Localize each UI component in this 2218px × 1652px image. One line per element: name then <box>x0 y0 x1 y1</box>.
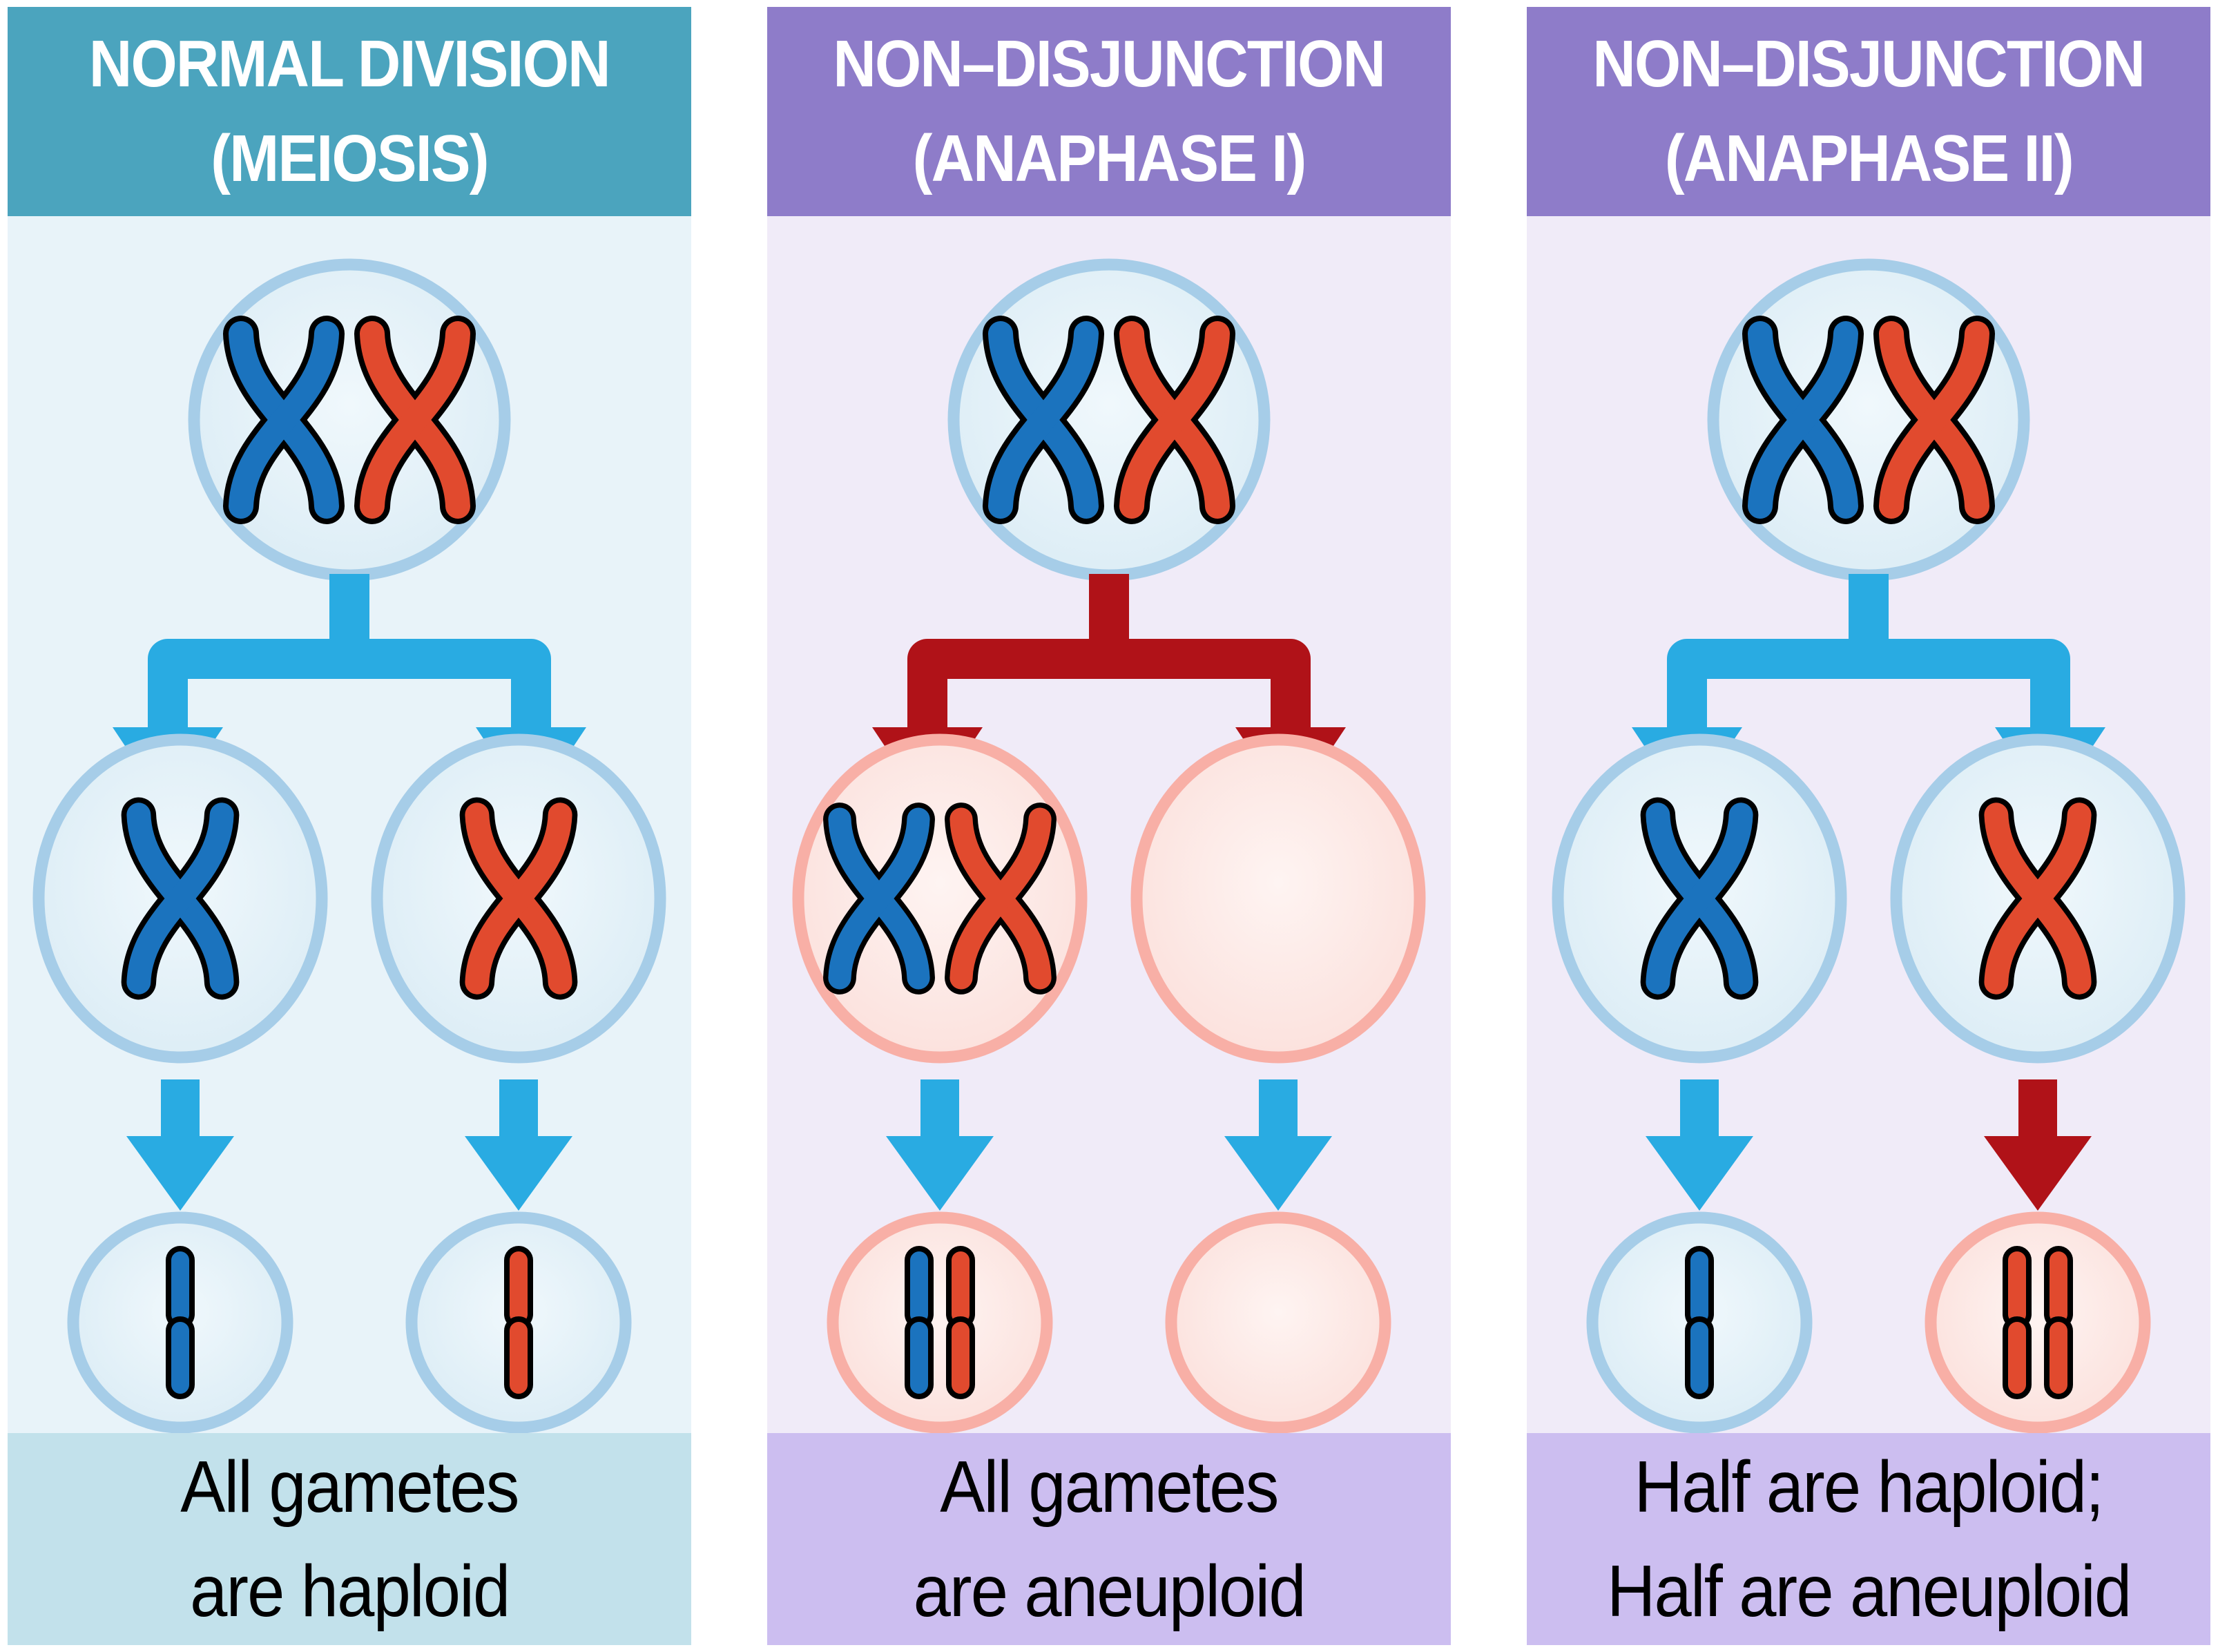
x-chromosome-red <box>1114 316 1235 524</box>
chromatid-red <box>2044 1246 2073 1399</box>
down-arrow-blue <box>126 1079 234 1211</box>
down-arrow-red <box>1984 1079 2092 1211</box>
column-header: NON–DISJUNCTION (ANAPHASE II) <box>1527 7 2210 216</box>
cell <box>1925 1211 2151 1433</box>
column-title-line1: NON–DISJUNCTION <box>1592 27 2145 102</box>
column-caption: All gametes are haploid <box>8 1433 691 1645</box>
column-nondisjunction-anaphase-2: NON–DISJUNCTION (ANAPHASE II) Half are h… <box>1527 7 2210 1645</box>
x-chromosome-red <box>354 316 476 524</box>
column-title-line2: (ANAPHASE I) <box>912 121 1307 195</box>
x-chromosome-red <box>459 797 578 1000</box>
diagram-svg <box>1552 258 2186 1433</box>
down-arrow-blue <box>886 1079 994 1211</box>
down-arrow-blue <box>1224 1079 1332 1211</box>
down-arrow-blue <box>1646 1079 1753 1211</box>
column-normal-division: NORMAL DIVISION (MEIOSIS) All gametes ar… <box>8 7 691 1645</box>
diagram-canvas <box>8 216 691 1433</box>
column-title-line2: (MEIOSIS) <box>211 121 489 195</box>
caption-line2: Half are aneuploid <box>1606 1550 2132 1632</box>
cell <box>947 258 1271 582</box>
column-title-line1: NON–DISJUNCTION <box>833 27 1386 102</box>
caption-line2: are aneuploid <box>913 1550 1306 1632</box>
chromatid-red <box>946 1246 975 1399</box>
column-header: NORMAL DIVISION (MEIOSIS) <box>8 7 691 216</box>
cell <box>188 258 511 582</box>
x-chromosome-blue <box>121 797 240 1000</box>
x-chromosome-blue <box>1640 797 1759 1000</box>
caption-line2: are haploid <box>189 1550 510 1632</box>
x-chromosome-red <box>1978 797 2097 1000</box>
x-chromosome-red <box>945 803 1057 995</box>
chromatid-blue <box>1685 1246 1714 1399</box>
cell <box>1165 1211 1391 1433</box>
chromatid-blue <box>166 1246 195 1399</box>
column-header: NON–DISJUNCTION (ANAPHASE I) <box>767 7 1451 216</box>
diagram-canvas <box>1527 216 2210 1433</box>
cell <box>1707 258 2030 582</box>
down-arrow-blue <box>465 1079 572 1211</box>
column-title-line2: (ANAPHASE II) <box>1664 121 2074 195</box>
caption-line1: All gametes <box>180 1446 519 1528</box>
caption-line1: Half are haploid; <box>1634 1446 2105 1528</box>
cell <box>827 1211 1053 1433</box>
diagram-canvas <box>767 216 1451 1433</box>
column-caption: All gametes are aneuploid <box>767 1433 1451 1645</box>
x-chromosome-blue <box>223 316 345 524</box>
column-nondisjunction-anaphase-1: NON–DISJUNCTION (ANAPHASE I) All gametes… <box>767 7 1451 1645</box>
x-chromosome-blue <box>823 803 935 995</box>
cell <box>1130 733 1426 1064</box>
x-chromosome-red <box>1873 316 1995 524</box>
chromatid-red <box>504 1246 533 1399</box>
diagram-svg <box>792 258 1426 1433</box>
column-title-line1: NORMAL DIVISION <box>89 27 611 102</box>
cell <box>792 733 1088 1064</box>
x-chromosome-blue <box>1742 316 1864 524</box>
caption-line1: All gametes <box>940 1446 1279 1528</box>
diagram-svg <box>32 258 666 1433</box>
chromatid-red <box>2003 1246 2032 1399</box>
chromatid-blue <box>905 1246 934 1399</box>
x-chromosome-blue <box>983 316 1104 524</box>
column-caption: Half are haploid; Half are aneuploid <box>1527 1433 2210 1645</box>
